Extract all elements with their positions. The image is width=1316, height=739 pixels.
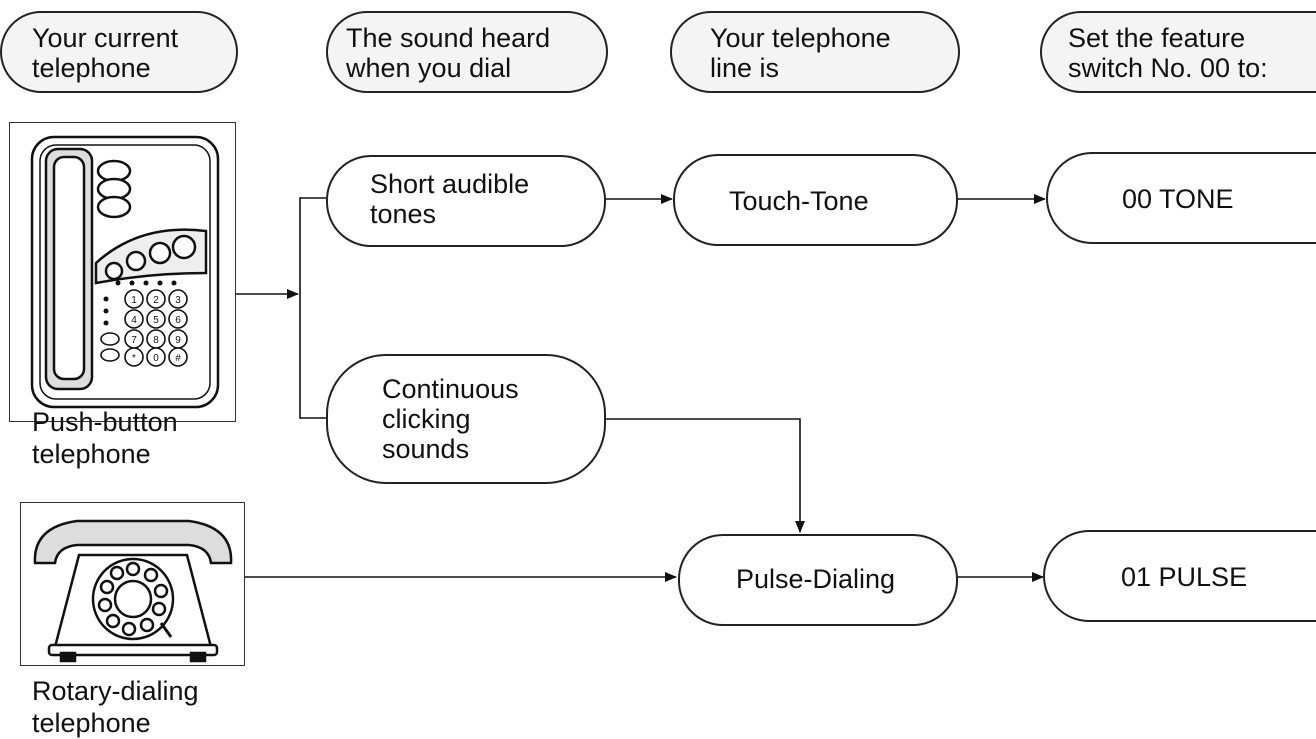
- arrow-clicking-to-pulse: [605, 418, 805, 533]
- key-9: 9: [175, 335, 181, 346]
- box-setting-tone: 00 TONE: [1046, 152, 1316, 244]
- box-touch-tone: Touch-Tone: [673, 154, 958, 246]
- header-set-switch-label: Set the feature switch No. 00 to:: [1068, 23, 1268, 83]
- box-continuous-clicking: Continuous clicking sounds: [326, 354, 606, 484]
- key-7: 7: [131, 335, 137, 346]
- key-hash: #: [175, 353, 181, 364]
- rotary-telephone-caption: Rotary-dialing telephone: [32, 676, 199, 738]
- key-8: 8: [153, 335, 159, 346]
- header-sound-heard-label: The sound heard when you dial: [346, 23, 551, 83]
- box-pulse-dialing: Pulse-Dialing: [678, 534, 958, 626]
- box-setting-pulse-label: 01 PULSE: [1121, 562, 1248, 592]
- box-touch-tone-label: Touch-Tone: [729, 186, 869, 216]
- box-short-audible-tones: Short audible tones: [326, 155, 606, 247]
- box-continuous-clicking-label: Continuous clicking sounds: [382, 374, 519, 464]
- key-6: 6: [175, 315, 181, 326]
- box-short-audible-tones-label: Short audible tones: [370, 169, 530, 229]
- header-sound-heard: The sound heard when you dial: [326, 11, 608, 93]
- key-3: 3: [175, 295, 181, 306]
- header-current-telephone: Your current telephone: [0, 11, 238, 93]
- box-pulse-dialing-label: Pulse-Dialing: [736, 564, 896, 594]
- splitter-bracket: [299, 197, 326, 419]
- key-1: 1: [131, 295, 137, 306]
- push-button-telephone-image: 1 2 3 4 5 6 7 8 9 * 0 #: [9, 122, 236, 422]
- keypad-buttons: 1 2 3 4 5 6 7 8 9 * 0 #: [124, 289, 188, 367]
- rotary-telephone-image: [20, 502, 245, 666]
- key-0: 0: [153, 353, 159, 364]
- push-button-telephone-caption: Push-button telephone: [32, 407, 178, 469]
- key-star: *: [132, 353, 136, 364]
- header-set-switch: Set the feature switch No. 00 to:: [1040, 11, 1316, 93]
- box-setting-pulse: 01 PULSE: [1043, 530, 1316, 622]
- key-2: 2: [153, 295, 159, 306]
- key-5: 5: [153, 315, 159, 326]
- push-button-phone-icon: 1 2 3 4 5 6 7 8 9 * 0 #: [30, 135, 220, 409]
- header-current-telephone-label: Your current telephone: [32, 23, 179, 83]
- rotary-phone-icon: [33, 519, 233, 663]
- box-setting-tone-label: 00 TONE: [1122, 184, 1234, 214]
- header-line-type: Your telephone line is: [670, 11, 960, 93]
- header-line-type-label: Your telephone line is: [710, 23, 891, 83]
- key-4: 4: [131, 315, 137, 326]
